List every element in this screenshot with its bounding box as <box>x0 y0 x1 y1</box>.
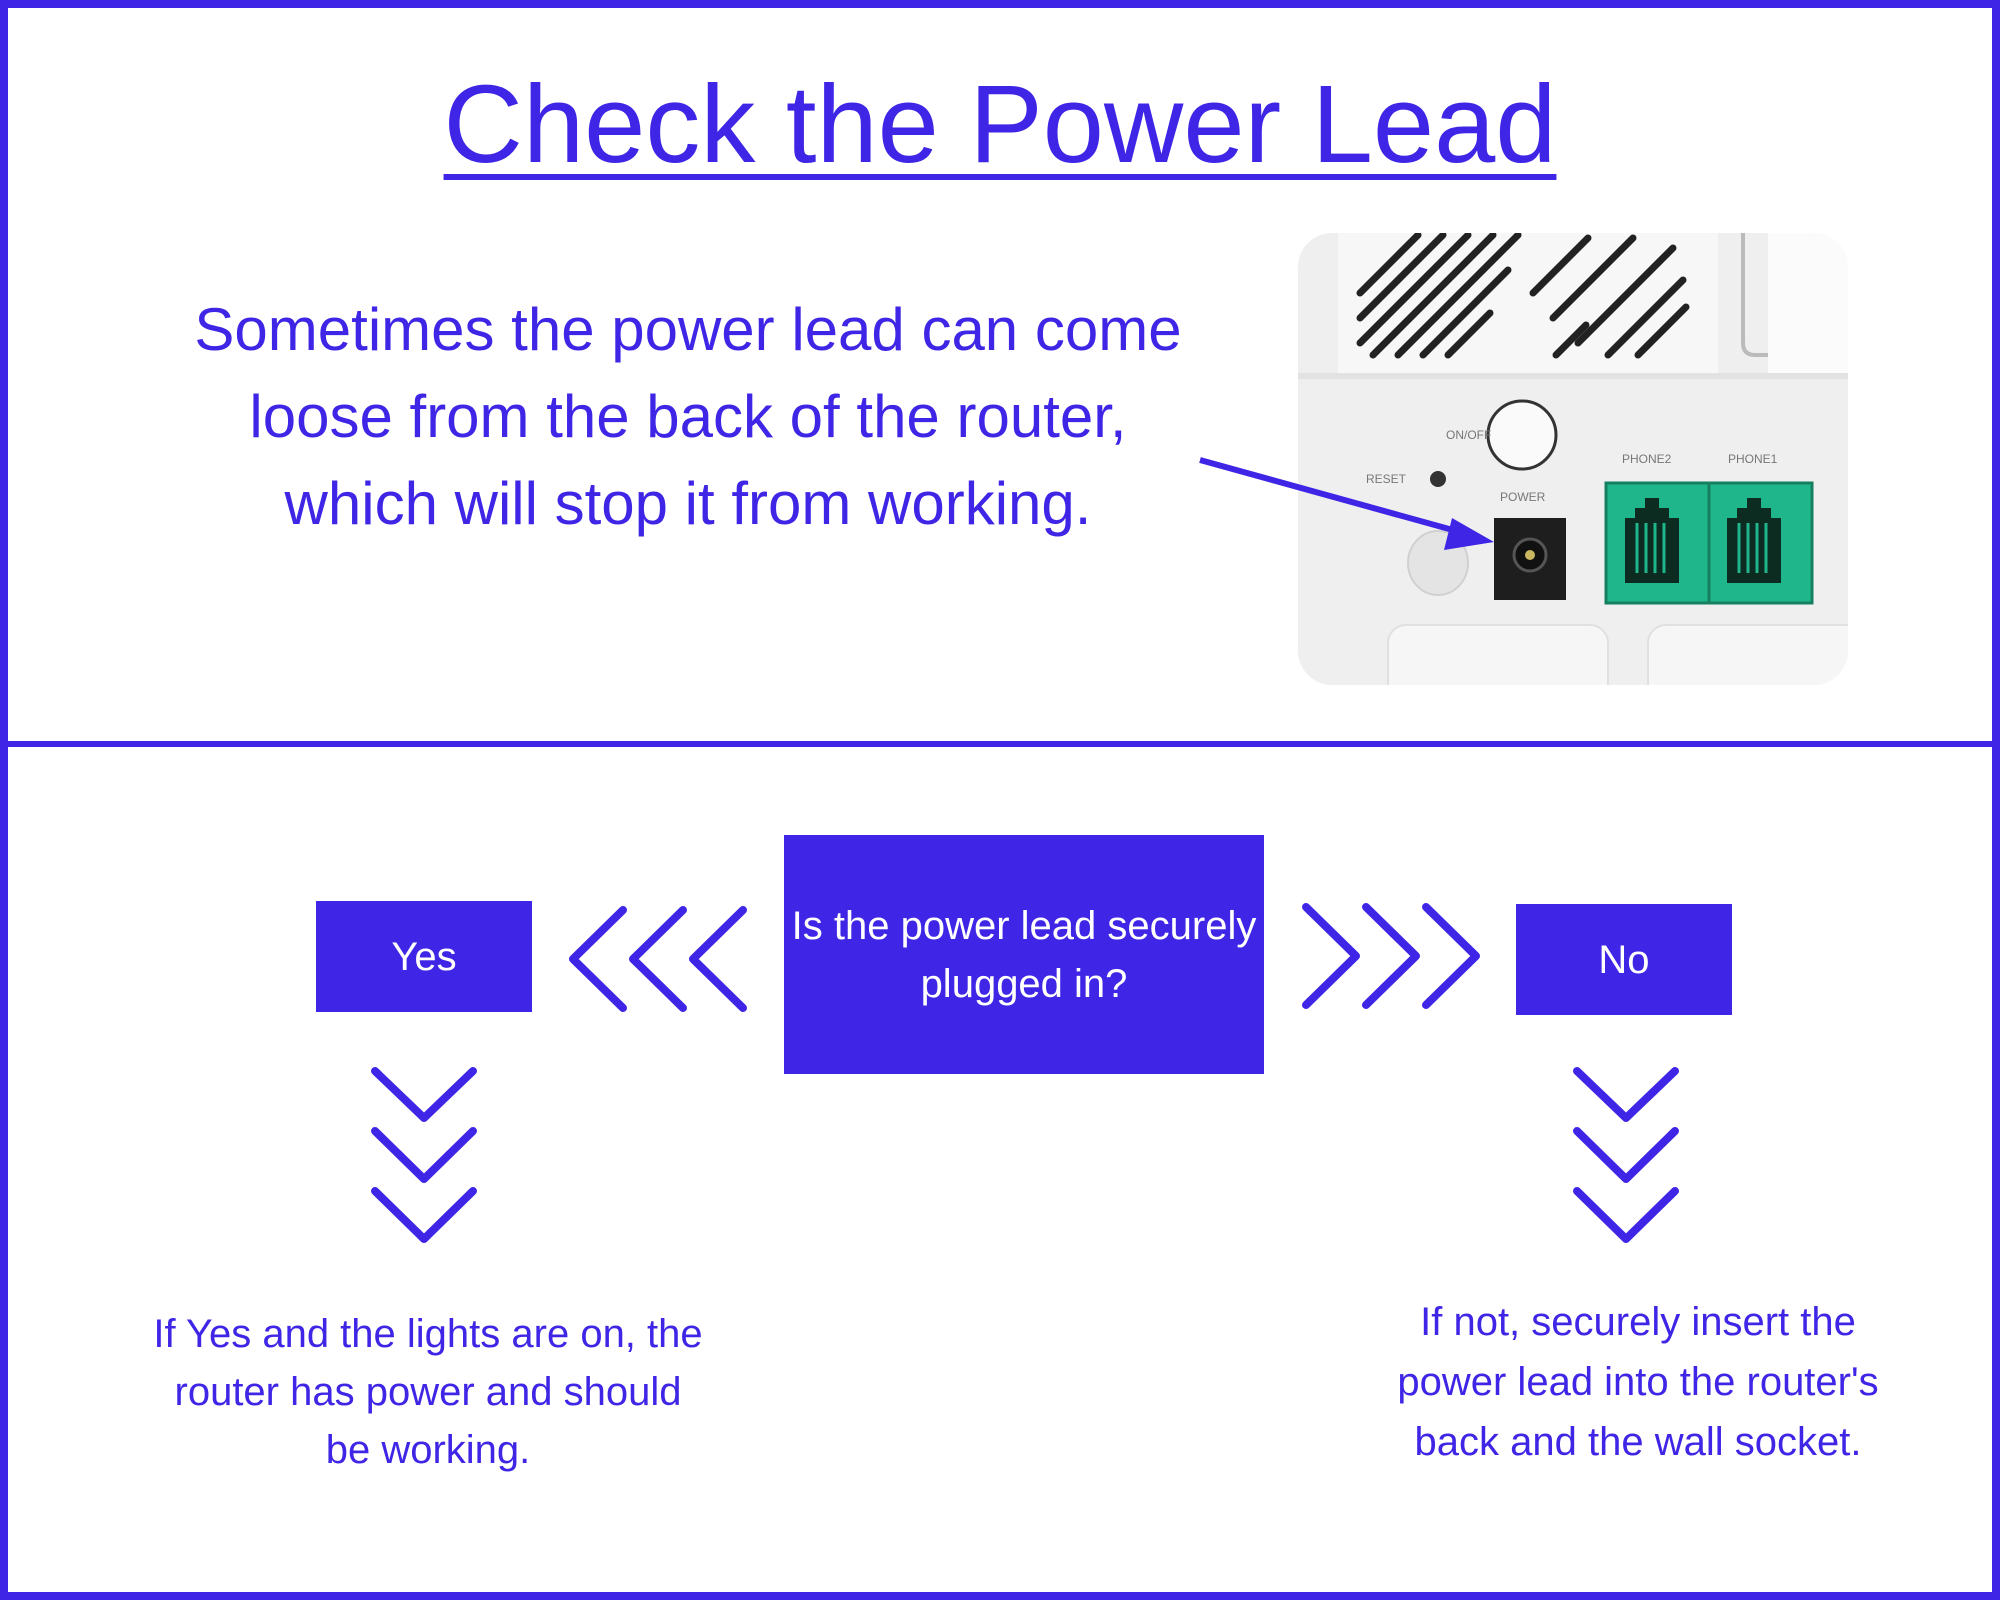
chevron-down-icon <box>371 1067 477 1243</box>
question-box: Is the power lead securely plugged in? <box>784 835 1264 1074</box>
yes-box: Yes <box>316 901 532 1012</box>
no-label: No <box>1598 937 1650 982</box>
label-on-off: ON/OFF <box>1446 428 1491 442</box>
label-phone2: PHONE2 <box>1622 452 1672 466</box>
section-divider <box>8 741 1992 747</box>
no-box: No <box>1516 904 1732 1015</box>
yes-label: Yes <box>391 934 457 979</box>
label-phone1: PHONE1 <box>1728 452 1778 466</box>
question-text: Is the power lead securely plugged in? <box>791 903 1257 1006</box>
chevron-left-icon <box>569 906 747 1012</box>
no-outcome-text: If not, securely insert the power lead i… <box>1397 1300 1879 1464</box>
intro-text: Sometimes the power lead can come loose … <box>194 296 1182 537</box>
chevron-down-icon <box>1573 1067 1679 1243</box>
label-power: POWER <box>1500 490 1546 504</box>
chevron-right-icon <box>1302 903 1480 1009</box>
label-reset: RESET <box>1366 472 1407 486</box>
router-back-photo: ON/OFF RESET POWER PHONE2 PHONE1 <box>1298 233 1848 685</box>
vent-slots <box>1356 233 1690 359</box>
page-title: Check the Power Lead <box>443 63 1557 186</box>
yes-outcome-text: If Yes and the lights are on, the router… <box>153 1312 703 1472</box>
